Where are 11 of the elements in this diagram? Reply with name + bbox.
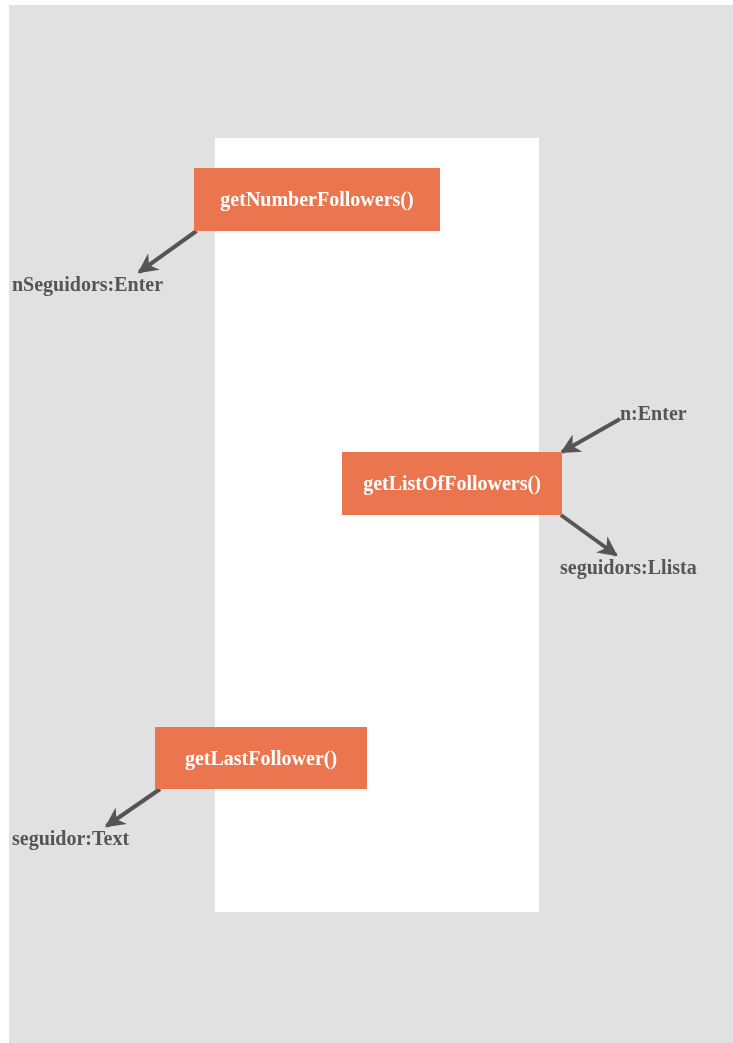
arrow bbox=[104, 787, 162, 828]
method-box: getNumberFollowers() bbox=[194, 168, 440, 231]
method-box: getLastFollower() bbox=[155, 727, 367, 789]
return-type-label: seguidor:Text bbox=[12, 826, 130, 850]
method-box: getListOfFollowers() bbox=[342, 452, 562, 515]
return-type-label: seguidors:Llista bbox=[560, 555, 697, 579]
arrow bbox=[559, 513, 618, 557]
arrow bbox=[137, 229, 198, 274]
return-type-label: n:Enter bbox=[620, 401, 687, 425]
return-type-label: nSeguidors:Enter bbox=[12, 272, 164, 296]
arrow bbox=[560, 417, 621, 454]
